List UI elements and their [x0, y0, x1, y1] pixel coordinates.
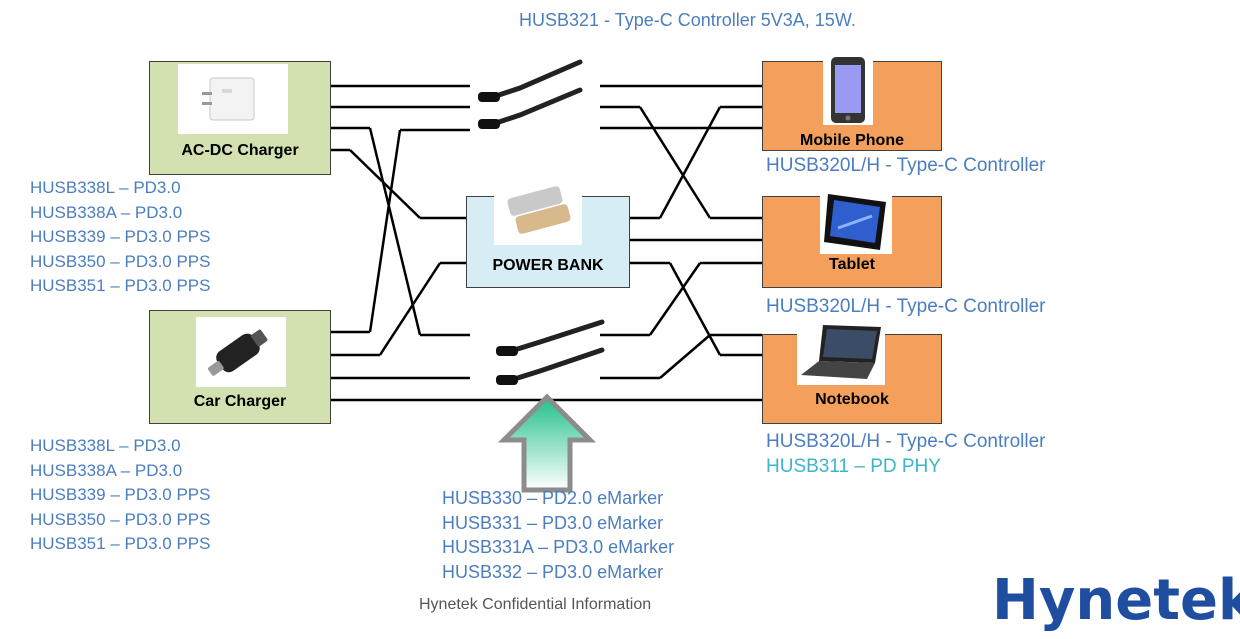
notebook-box: Notebook	[762, 321, 942, 424]
list-item: HUSB351 – PD3.0 PPS	[30, 534, 211, 553]
ac-dc-parts-list: HUSB338L – PD3.0 HUSB338A – PD3.0 HUSB33…	[30, 176, 210, 299]
header-note: HUSB321 - Type-C Controller 5V3A, 15W.	[519, 10, 856, 30]
car-charger-label: Car Charger	[193, 393, 287, 410]
list-item: HUSB351 – PD3.0 PPS	[30, 276, 211, 295]
mobile-phone-icon	[823, 55, 873, 125]
list-item: HUSB338L – PD3.0	[30, 178, 181, 197]
car-charger-icon	[196, 317, 286, 387]
power-bank-icon	[494, 180, 582, 245]
phone-controller-note: HUSB320L/H - Type-C Controller	[766, 155, 1046, 176]
confidential-footer: Hynetek Confidential Information	[419, 596, 652, 613]
list-item: HUSB339 – PD3.0 PPS	[30, 227, 211, 246]
list-item: HUSB331 – PD3.0 eMarker	[442, 512, 664, 533]
list-item: HUSB338L – PD3.0	[30, 436, 181, 455]
tablet-controller-note: HUSB320L/H - Type-C Controller	[766, 296, 1046, 317]
ac-adapter-icon	[178, 64, 288, 134]
notebook-label: Notebook	[815, 391, 889, 408]
list-item: HUSB350 – PD3.0 PPS	[30, 509, 211, 529]
list-item: HUSB332 – PD3.0 eMarker	[442, 561, 664, 582]
notebook-phy-note: HUSB311 – PD PHY	[766, 456, 941, 477]
ac-dc-charger-box: AC-DC Charger	[149, 61, 331, 175]
list-item: HUSB331A – PD3.0 eMarker	[442, 537, 675, 557]
list-item: HUSB339 – PD3.0 PPS	[30, 485, 211, 504]
usb-c-cable-icon	[496, 319, 605, 385]
cable-parts-list: HUSB330 – PD2.0 eMarker HUSB331 – PD3.0 …	[442, 486, 674, 584]
car-charger-box: Car Charger	[149, 310, 331, 424]
ac-dc-charger-label: AC-DC Charger	[181, 142, 299, 159]
list-item: HUSB330 – PD2.0 eMarker	[442, 488, 664, 508]
list-item: HUSB350 – PD3.0 PPS	[30, 251, 211, 271]
up-arrow-icon	[497, 393, 597, 493]
list-item: HUSB338A – PD3.0	[30, 202, 183, 222]
tablet-label: Tablet	[829, 256, 875, 273]
laptop-icon	[797, 321, 885, 385]
power-bank-box: POWER BANK	[466, 180, 630, 288]
mobile-phone-box: Mobile Phone	[762, 55, 942, 151]
notebook-controller-note: HUSB320L/H - Type-C Controller	[766, 431, 1046, 452]
car-parts-list: HUSB338L – PD3.0 HUSB338A – PD3.0 HUSB33…	[30, 434, 210, 557]
tablet-icon	[820, 188, 892, 254]
power-bank-label: POWER BANK	[492, 257, 604, 274]
usb-c-cable-icon	[478, 59, 583, 129]
list-item: HUSB338A – PD3.0	[30, 460, 183, 480]
mobile-phone-label: Mobile Phone	[800, 132, 904, 149]
hynetek-logo: Hynetek	[992, 568, 1240, 633]
tablet-box: Tablet	[762, 188, 942, 288]
